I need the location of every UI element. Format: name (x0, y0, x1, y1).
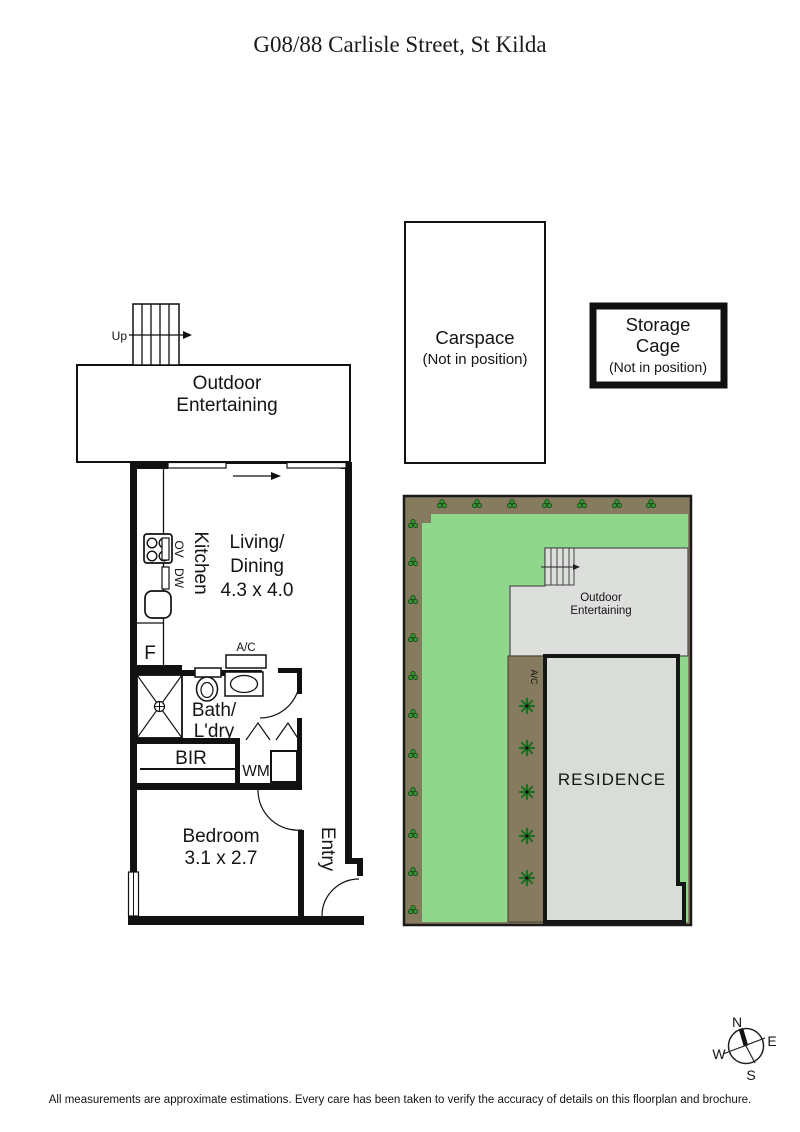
sliding-door-arrow (271, 472, 281, 480)
site-stairs-arrow (573, 564, 580, 570)
wall-bath-top (182, 670, 262, 676)
site-residence-label: RESIDENCE (558, 770, 666, 789)
compass-east-label: E (767, 1033, 776, 1049)
apartment-plan: Outdoor Entertaining Up (76, 303, 364, 925)
kitchen-label: Kitchen (190, 531, 211, 594)
page-title: G08/88 Carlisle Street, St Kilda (253, 32, 546, 57)
entry-jamb-2 (357, 864, 363, 876)
site-residence (543, 654, 686, 924)
bedroom-label: Bedroom (182, 826, 259, 847)
stairs-direction-arrow (183, 331, 192, 339)
stairs (129, 303, 192, 366)
bifold-door-right (275, 721, 300, 741)
shower (136, 674, 183, 739)
wall-bedroom-right (298, 830, 304, 920)
carspace-box: Carspace (Not in position) (404, 221, 546, 464)
bedroom-door-arc (257, 789, 303, 831)
wall-bir-bottom (130, 783, 238, 790)
wall-kitchen-bottom (130, 665, 182, 675)
washing-machine (270, 750, 298, 783)
outdoor-entertaining-label-2: Entertaining (176, 395, 277, 416)
site-plan: Outdoor Entertaining A/C RESIDENCE (402, 494, 693, 927)
stairs-up-label: Up (112, 329, 128, 343)
site-lawn-step (422, 514, 431, 523)
kitchen-fittings (137, 468, 173, 665)
wall-bottom (128, 916, 364, 925)
bir-label: BIR (175, 748, 207, 769)
compass: N E W S (712, 1014, 776, 1083)
outdoor-entertaining-label-1: Outdoor (193, 373, 262, 394)
oven-label: OV (172, 540, 186, 557)
dishwasher-label: DW (172, 568, 186, 589)
site-stairs (541, 547, 580, 586)
bath-label-1: Bath/ (192, 700, 237, 721)
fridge-label: F (144, 643, 156, 664)
carspace-label: Carspace (435, 327, 514, 348)
storage-cage-label-1: Storage (626, 314, 691, 335)
outdoor-entertaining-area (76, 364, 351, 463)
oven (161, 537, 170, 561)
bifold-door-left (245, 721, 271, 741)
site-outdoor-label-1: Outdoor (580, 592, 622, 604)
wall-wm-bottom (238, 783, 302, 790)
ac-label: A/C (236, 642, 255, 654)
sink (144, 590, 172, 619)
toilet (194, 667, 222, 702)
compass-south-label: S (746, 1067, 755, 1083)
wall-right (345, 462, 352, 858)
living-label-1: Living/ (230, 532, 286, 553)
storage-cage-note: (Not in position) (609, 359, 707, 375)
storage-cage-box: Storage Cage (Not in position) (589, 302, 728, 389)
disclaimer: All measurements are approximate estimat… (49, 1094, 752, 1106)
basin (224, 671, 264, 697)
compass-circle (727, 1027, 765, 1065)
dishwasher (161, 566, 170, 590)
site-outdoor-label-2: Entertaining (570, 605, 631, 617)
storage-cage-label-2: Cage (636, 335, 680, 356)
carspace-note: (Not in position) (422, 351, 527, 368)
bath-door-arc (259, 677, 301, 719)
entry-door-arc (321, 878, 360, 917)
sliding-door (167, 461, 347, 480)
site-ac-label: A/C (529, 669, 539, 685)
ac-unit (225, 654, 267, 669)
wall-hall-stub-h (278, 668, 302, 673)
compass-west-label: W (712, 1046, 726, 1062)
entry-jamb (345, 858, 363, 864)
wall-top-left (130, 462, 168, 469)
entry-label: Entry (317, 827, 338, 872)
wm-label: WM (242, 763, 270, 780)
wall-bath-bottom (130, 738, 240, 744)
compass-needle-north (738, 1028, 749, 1047)
bedroom-window (127, 871, 140, 917)
living-dims: 4.3 x 4.0 (221, 580, 294, 601)
wall-wm-right (297, 718, 302, 790)
compass-north-label: N (732, 1014, 742, 1030)
living-label-2: Dining (230, 556, 284, 577)
wall-wm-left (235, 738, 240, 790)
bedroom-dims: 3.1 x 2.7 (185, 848, 258, 869)
bath-label-2: L'dry (194, 721, 235, 742)
